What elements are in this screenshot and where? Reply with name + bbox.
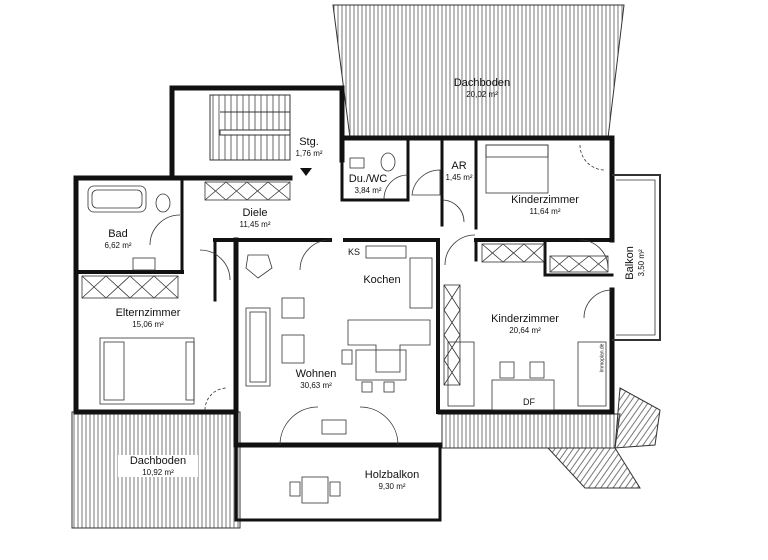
label-holzbalkon: Holzbalkon 9,30 m² — [354, 469, 430, 491]
room-area: 1,45 m² — [445, 172, 473, 182]
df-label: DF — [523, 397, 535, 407]
wardrobes — [81, 181, 609, 386]
label-elternzimmer: Elternzimmer 15,06 m² — [100, 307, 196, 329]
room-name: Holzbalkon — [364, 469, 420, 481]
room-area: 3,50 m² — [636, 249, 646, 277]
label-ar: AR 1,45 m² — [438, 160, 480, 182]
room-area: 9,30 m² — [378, 481, 406, 491]
doors — [149, 144, 613, 446]
room-name: Wohnen — [295, 368, 337, 380]
room-area: 1,76 m² — [295, 148, 323, 158]
room-name: Kinderzimmer — [511, 194, 579, 206]
label-kochen: Kochen — [354, 274, 410, 287]
ks-label: KS — [348, 247, 361, 257]
label-balkon: Balkon 3,50 m² — [624, 233, 646, 293]
walls — [73, 85, 615, 522]
label-dachboden-bottom: Dachboden 10,92 m² — [118, 455, 198, 477]
room-name: Elternzimmer — [115, 307, 181, 319]
room-area: 10,92 m² — [118, 467, 198, 477]
label-diele: Diele 11,45 m² — [218, 207, 292, 229]
room-name: Diele — [242, 207, 268, 219]
room-area: 20,02 m² — [466, 89, 498, 99]
room-name: Du./WC — [348, 173, 388, 185]
roof-hatching — [71, 4, 661, 529]
room-area: 11,45 m² — [239, 219, 271, 229]
room-area: 20,64 m² — [509, 325, 541, 335]
room-name: Stg. — [299, 136, 319, 148]
room-name: Bad — [108, 228, 128, 240]
imprint-label: Immoplan.de — [599, 343, 606, 373]
room-name: Dachboden — [118, 455, 198, 468]
side-balcony — [612, 174, 661, 341]
label-dachboden-top: Dachboden 20,02 m² — [440, 77, 524, 99]
room-area: 6,62 m² — [104, 240, 132, 250]
label-stg: Stg. 1,76 m² — [283, 136, 335, 158]
room-name: Kinderzimmer — [491, 313, 559, 325]
label-bad: Bad 6,62 m² — [88, 228, 148, 250]
label-wohnen: Wohnen 30,63 m² — [286, 368, 346, 390]
room-area: 15,06 m² — [132, 319, 164, 329]
room-name: Kochen — [363, 274, 401, 286]
room-name: Dachboden — [453, 77, 511, 89]
room-area: 30,63 m² — [300, 380, 332, 390]
label-kinderzimmer-1: Kinderzimmer 11,64 m² — [500, 194, 590, 216]
label-kinderzimmer-2: Kinderzimmer 20,64 m² — [478, 313, 572, 335]
room-name: AR — [451, 160, 467, 172]
staircase — [209, 94, 312, 176]
room-area: 3,84 m² — [354, 185, 382, 195]
label-duwc: Du./WC 3,84 m² — [338, 173, 398, 195]
room-area: 11,64 m² — [529, 206, 561, 216]
furniture — [87, 144, 607, 504]
room-name: Balkon — [624, 246, 637, 280]
